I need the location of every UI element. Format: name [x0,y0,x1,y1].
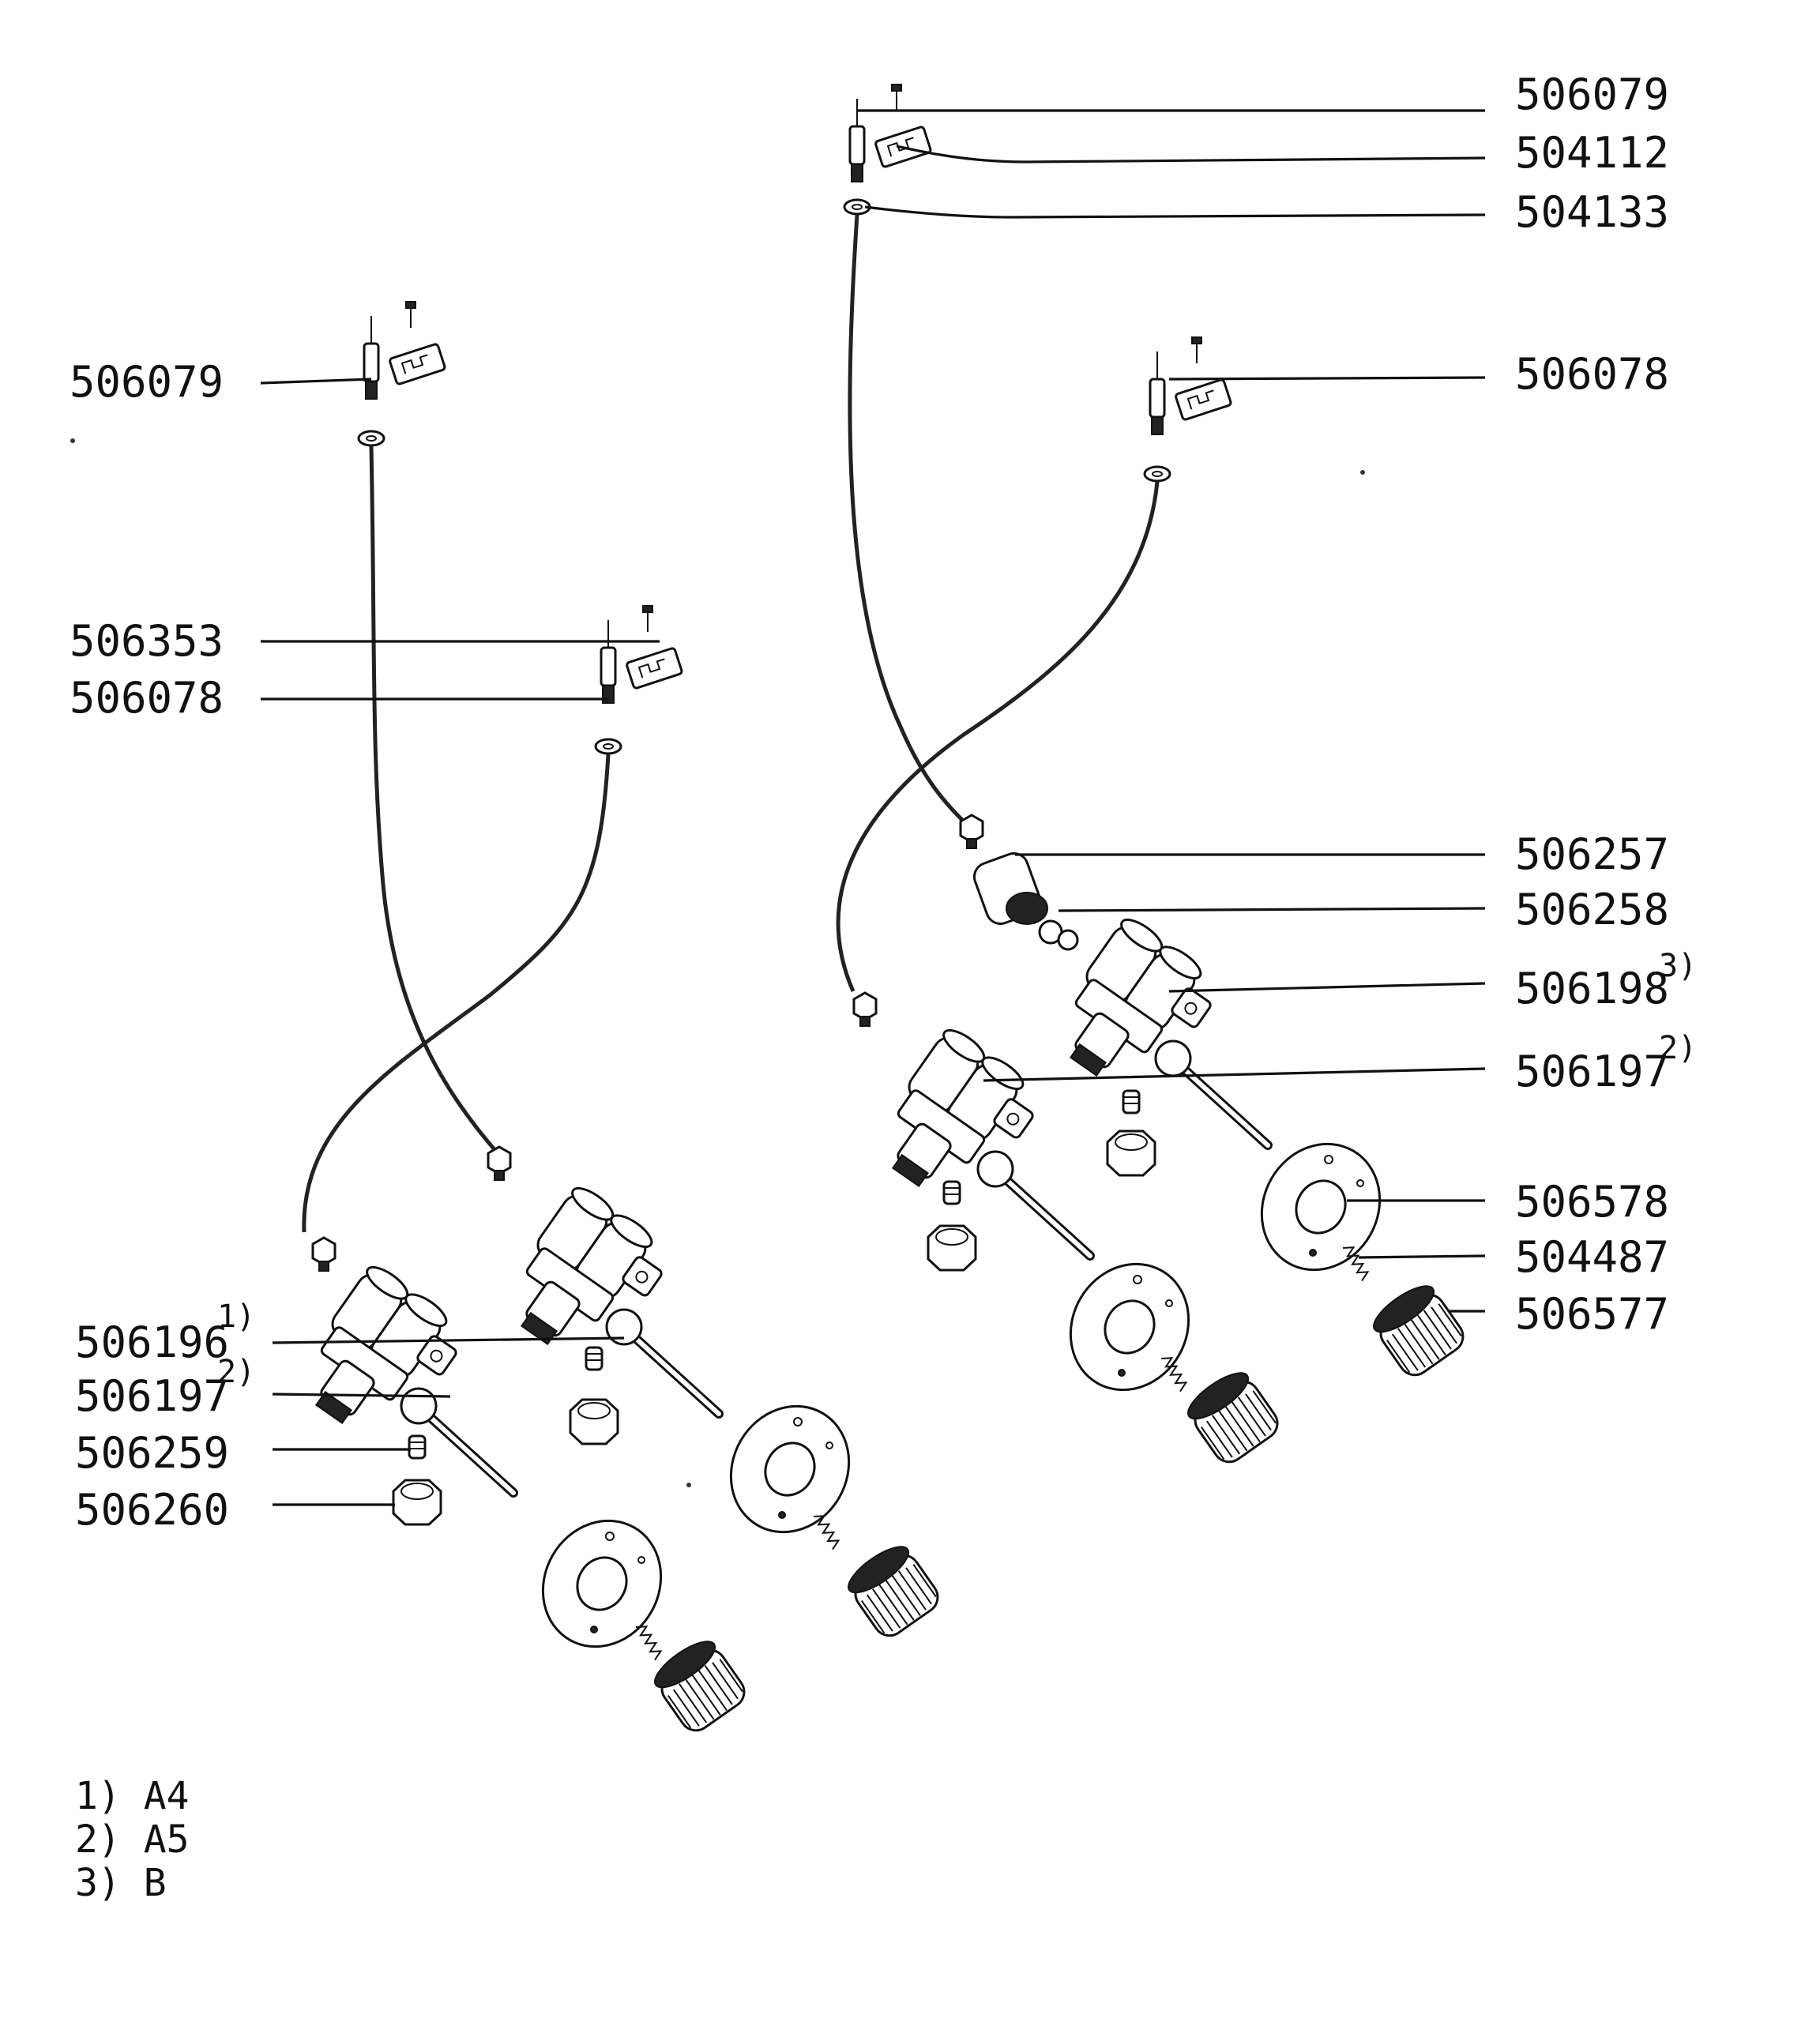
callout-right-504133: 504133 [1515,187,1669,237]
callout-left-506260: 506260 [75,1485,229,1535]
callout-right-506197: 506197 [1515,1047,1669,1096]
callout-right-506258: 506258 [1515,885,1669,934]
callout-left-506079: 506079 [70,357,224,407]
callout-left-506259: 506259 [75,1428,229,1478]
callout-left-506078: 506078 [70,673,224,723]
left-callouts: 506079 506353 506078 506196 1) 506197 2)… [70,357,255,1535]
footnotes: 1) A4 2) A5 3) B [75,1774,190,1905]
callout-left-506196-footnote: 1) [217,1299,255,1335]
scan-specks [70,438,1365,1487]
footnote-1: 1) A4 [75,1774,190,1818]
leader-lines [260,109,1486,1506]
callout-left-506196: 506196 [75,1317,229,1367]
callout-right-506577: 506577 [1515,1289,1669,1339]
footnote-3: 3) B [75,1861,167,1905]
callout-right-506578: 506578 [1515,1177,1669,1227]
callout-right-504112: 504112 [1515,128,1669,178]
callout-left-506197: 506197 [75,1371,229,1421]
footnote-2: 2) A5 [75,1817,190,1862]
callout-left-506197-footnote: 2) [217,1354,255,1390]
callout-right-504487: 504487 [1515,1232,1669,1282]
callout-right-506079: 506079 [1515,70,1669,119]
right-callouts: 506079 504112 504133 506078 506257 50625… [1515,70,1697,1339]
callout-right-506078: 506078 [1515,349,1669,399]
cap-506257 [973,852,1048,925]
right-assembly [836,83,1471,1470]
left-assembly [288,300,946,1738]
callout-right-506197-footnote: 2) [1659,1030,1697,1066]
callout-right-506198-footnote: 3) [1659,948,1697,984]
callout-left-506353: 506353 [70,616,224,666]
callout-right-506257: 506257 [1515,829,1669,879]
callout-right-506198: 506198 [1515,964,1669,1013]
